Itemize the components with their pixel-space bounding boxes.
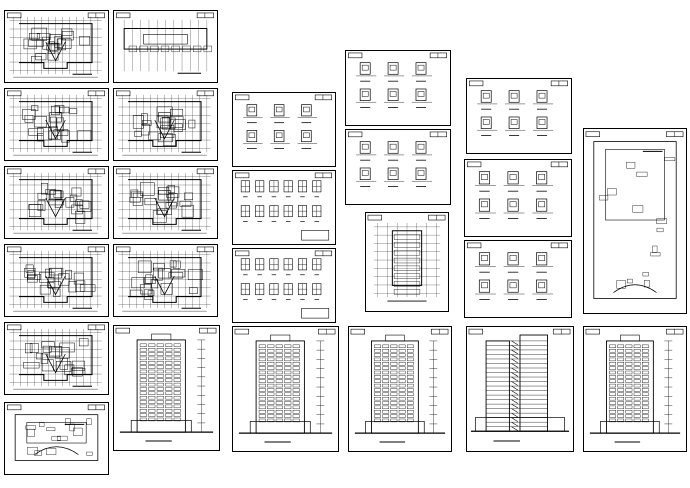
- sheet-drawing: [234, 328, 336, 443]
- drawing-sheet-floor-plan-wide[interactable]: [113, 10, 218, 83]
- drawing-sheet-window-schedule[interactable]: [232, 248, 336, 323]
- sheet-drawing: [7, 246, 105, 312]
- drawing-sheet-floor-plan[interactable]: [4, 166, 109, 239]
- drawing-sheet-details[interactable]: [232, 92, 336, 167]
- sheet-drawing: [116, 168, 214, 234]
- drawing-sheet-floor-plan-site[interactable]: [4, 402, 109, 475]
- sheet-drawing: [367, 214, 446, 302]
- sheet-drawing: [7, 12, 105, 78]
- sheet-drawing: [350, 328, 449, 443]
- drawing-sheet-floor-plan[interactable]: [4, 322, 109, 395]
- sheet-drawing: [116, 12, 214, 74]
- drawing-sheet-details[interactable]: [464, 159, 572, 237]
- drawing-sheet-floor-plan[interactable]: [4, 88, 109, 161]
- drawing-sheet-details[interactable]: [345, 129, 451, 205]
- sheet-drawing: [468, 328, 571, 442]
- sheet-drawing: [585, 131, 684, 299]
- drawing-sheet-floor-plan[interactable]: [113, 88, 218, 161]
- drawing-sheet-floor-plan[interactable]: [4, 244, 109, 317]
- sheet-drawing: [469, 80, 568, 136]
- drawing-sheet-elevation[interactable]: [232, 326, 339, 452]
- drawing-sheet-elevation[interactable]: [348, 326, 452, 452]
- drawing-sheet-details[interactable]: [466, 78, 572, 154]
- drawing-sheet-floor-plan-small[interactable]: [365, 212, 449, 312]
- sheet-drawing: [7, 404, 105, 461]
- sheet-drawing: [7, 168, 105, 234]
- drawing-sheet-floor-plan[interactable]: [113, 244, 218, 317]
- sheet-drawing: [7, 90, 105, 156]
- sheet-drawing: [348, 131, 447, 187]
- sheet-drawing: [115, 327, 217, 442]
- sheet-drawing: [235, 172, 332, 241]
- drawing-sheet-floor-plan[interactable]: [113, 166, 218, 239]
- sheet-drawing: [348, 52, 447, 108]
- sheet-drawing: [235, 94, 332, 149]
- sheet-drawing: [235, 250, 332, 319]
- sheet-drawing: [585, 328, 684, 443]
- drawing-sheet-floor-plan[interactable]: [4, 10, 109, 83]
- sheet-drawing: [116, 90, 214, 156]
- sheet-drawing: [467, 242, 568, 300]
- drawing-sheet-site-plan[interactable]: [583, 128, 687, 314]
- drawing-sheet-section[interactable]: [466, 326, 574, 452]
- drawing-sheet-details[interactable]: [464, 240, 572, 318]
- sheet-drawing: [116, 246, 214, 312]
- drawing-sheet-window-schedule[interactable]: [232, 170, 336, 245]
- drawing-sheet-elevation[interactable]: [583, 326, 687, 452]
- drawing-sheet-elevation[interactable]: [113, 325, 220, 451]
- sheet-drawing: [467, 161, 568, 219]
- drawing-sheet-details[interactable]: [345, 50, 451, 126]
- sheet-drawing: [7, 324, 105, 390]
